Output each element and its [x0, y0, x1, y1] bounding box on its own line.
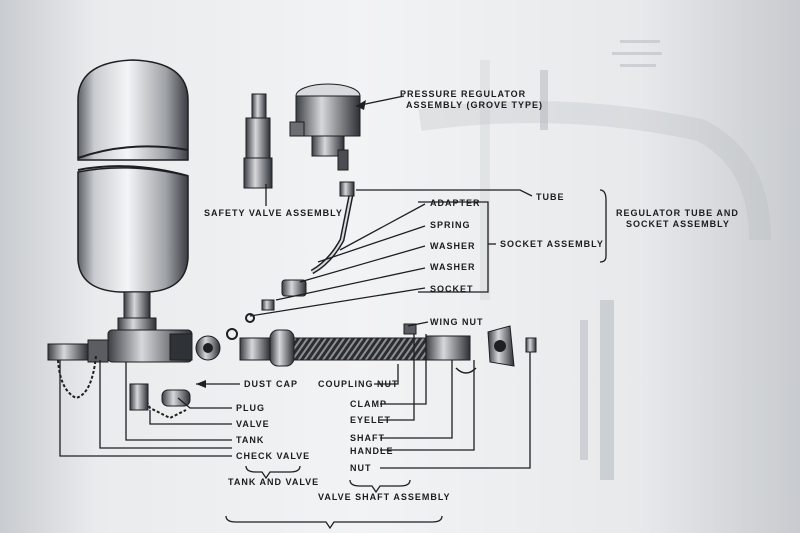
label-safety-valve-assembly: SAFETY VALVE ASSEMBLY: [204, 208, 343, 218]
valve-shaft-drawing: [239, 323, 537, 374]
label-wing-nut: WING NUT: [430, 317, 484, 327]
label-check-valve: CHECK VALVE: [236, 451, 311, 461]
label-shaft: SHAFT: [350, 433, 385, 443]
label-tube: TUBE: [536, 192, 565, 202]
label-clamp: CLAMP: [350, 399, 387, 409]
label-tank: TANK: [236, 435, 265, 445]
leader-lines: [59, 95, 607, 530]
label-pressure-regulator-line1: PRESSURE REGULATOR: [400, 89, 527, 99]
safety-valve-drawing: [243, 93, 273, 189]
label-regulator-tube-line2: SOCKET ASSEMBLY: [626, 219, 730, 229]
check-valve-drawing: [47, 329, 193, 420]
label-tank-and-valve: TANK AND VALVE: [228, 477, 320, 487]
label-valve: VALVE: [236, 419, 270, 429]
socket-parts-drawing: [195, 181, 355, 361]
label-adapter: ADAPTER: [430, 198, 481, 208]
label-plug: PLUG: [236, 403, 266, 413]
tank-drawing: [77, 59, 189, 331]
label-valve-shaft-assembly: VALVE SHAFT ASSEMBLY: [318, 492, 451, 502]
label-pressure-regulator-line2: ASSEMBLY (GROVE TYPE): [406, 100, 544, 110]
label-washer-2: WASHER: [430, 262, 476, 272]
label-handle: HANDLE: [350, 446, 394, 456]
label-socket-assembly: SOCKET ASSEMBLY: [500, 239, 604, 249]
label-socket: SOCKET: [430, 284, 474, 294]
label-regulator-tube-line1: REGULATOR TUBE AND: [616, 208, 739, 218]
bleed-through-text: [480, 40, 662, 480]
label-coupling-nut: COUPLING NUT: [318, 379, 399, 389]
label-washer-1: WASHER: [430, 241, 476, 251]
label-dust-cap: DUST CAP: [244, 379, 299, 389]
label-eyelet: EYELET: [350, 415, 392, 425]
pressure-regulator-drawing: [289, 83, 361, 171]
label-nut: NUT: [350, 463, 372, 473]
label-spring: SPRING: [430, 220, 471, 230]
